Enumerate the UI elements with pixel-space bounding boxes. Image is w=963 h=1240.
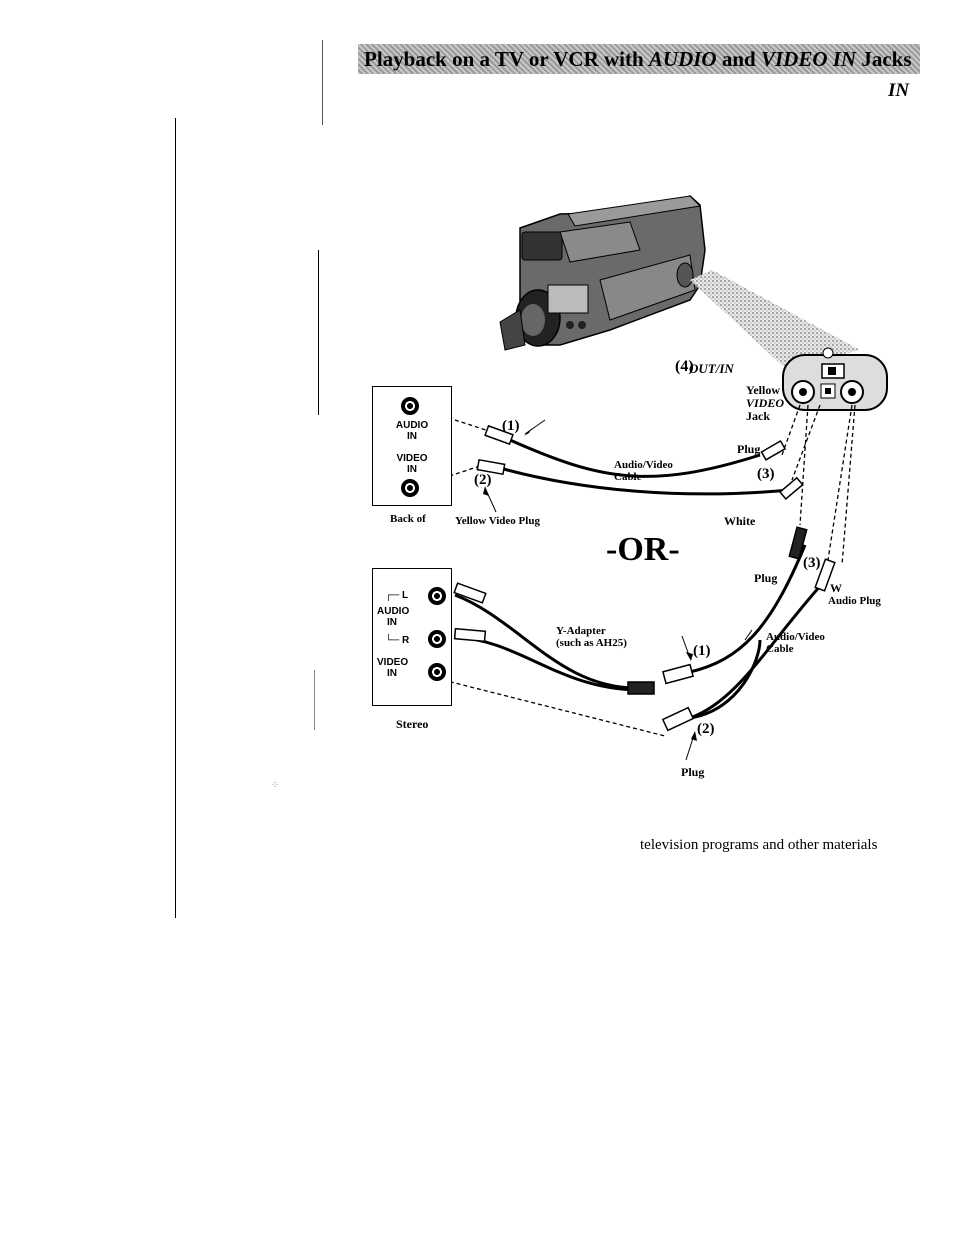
bottom-cable-label: Audio/Video Cable — [766, 631, 825, 655]
bottom-plug-label-right: Plug — [754, 571, 778, 585]
yellow-video-plug-label: Yellow Video Plug — [455, 515, 540, 527]
arrow-heads — [483, 428, 697, 741]
bottom-step-1-number: 1 — [698, 643, 706, 659]
y-adapter-model: (such as AH25) — [556, 637, 627, 649]
bottom-plugs — [453, 526, 836, 732]
top-step-2-circle: (2) — [474, 472, 492, 488]
panel-bottom-video-in-label: VIDEO IN — [377, 657, 408, 679]
corner-tag: IN — [888, 80, 910, 101]
video-bottom-jack-icon — [428, 663, 446, 681]
audio-r-jack-icon — [428, 630, 446, 648]
top-step-1-number: 1 — [507, 418, 515, 434]
title-text-1: Playback on a TV or VCR with — [364, 47, 649, 71]
panel-bottom-audio-in-label: AUDIO IN — [377, 606, 409, 628]
scan-mark-bottom — [314, 670, 315, 730]
bottom-step-2-number: 2 — [702, 721, 710, 737]
y-adapter-label: Y-Adapter (such as AH25) — [556, 625, 627, 649]
top-cable-label: Audio/Video Cable — [614, 459, 673, 483]
bottom-cable-word-2: Cable — [766, 643, 794, 655]
audio-in-jack-icon — [401, 397, 419, 415]
video-in-jack-icon — [401, 479, 419, 497]
panel-video-in-label: VIDEO IN — [373, 453, 451, 475]
title-text-2: and — [716, 47, 761, 71]
title-text-video-in: VIDEO IN — [760, 47, 857, 71]
callout-beam — [690, 270, 860, 368]
bottom-step-1-circle: (1) — [693, 643, 711, 659]
panel-video-word: VIDEO — [396, 453, 428, 464]
inner-margin-rule — [318, 250, 319, 415]
w-label: W — [830, 581, 842, 595]
top-plugs — [476, 424, 804, 500]
white-label: White — [724, 514, 756, 528]
y-adapter-word: Y-Adapter — [556, 625, 606, 637]
title-text-audio: AUDIO — [648, 47, 717, 71]
or-divider: -OR- — [606, 531, 680, 568]
left-margin-rule — [175, 118, 176, 918]
stereo-back-panel: ┌─ L AUDIO IN └─ R VIDEO IN — [372, 568, 452, 706]
bottom-panel-audio-in-word: IN — [387, 617, 397, 628]
page-title: Playback on a TV or VCR with AUDIO and V… — [358, 44, 920, 74]
bottom-step-3-number: 3 — [808, 555, 816, 571]
back-of-label: Back of — [390, 513, 426, 525]
stereo-label: Stereo — [396, 717, 429, 731]
panel-video-in-word: IN — [407, 464, 417, 475]
top-dashed-leaders — [414, 404, 856, 566]
panel-audio-in-label: AUDIO IN — [373, 420, 451, 442]
bottom-cables — [454, 544, 832, 720]
title-text-3: Jacks — [856, 47, 912, 71]
bottom-step-2-circle: (2) — [697, 721, 715, 737]
leader-arrows — [485, 419, 753, 761]
camcorder-icon — [499, 195, 706, 351]
step-4-number: 4 — [680, 358, 689, 375]
bottom-plug-label: Plug — [681, 765, 705, 779]
panel-audio-word: AUDIO — [395, 420, 429, 431]
bottom-text: television programs and other materials — [640, 837, 878, 853]
camcorder-jack-panel-icon — [782, 347, 888, 411]
yellow-video-jack-label: Yellow VIDEO Jack — [746, 384, 784, 423]
panel-r-letter: R — [401, 635, 410, 646]
top-cable-word-2: Cable — [614, 471, 642, 483]
bottom-panel-video-word: VIDEO — [377, 657, 409, 668]
jack-word: Jack — [746, 409, 770, 423]
audio-l-jack-icon — [428, 587, 446, 605]
audio-plug-label: Audio Plug — [828, 595, 881, 607]
bottom-step-3-circle: (3) — [803, 555, 821, 571]
tv-back-panel: AUDIO IN VIDEO IN — [372, 386, 452, 506]
top-cable-word-1: Audio/Video — [614, 459, 673, 471]
scan-mark-top — [322, 40, 323, 125]
panel-audio-in-word: IN — [407, 431, 417, 442]
top-step-1-circle: (1) — [502, 418, 520, 434]
top-step-2-number: 2 — [479, 472, 487, 488]
video-word: VIDEO — [746, 396, 785, 410]
bottom-cable-word-1: Audio/Video — [766, 631, 825, 643]
bottom-panel-video-in-word: IN — [387, 668, 397, 679]
top-step-3-circle: (3) — [757, 466, 775, 482]
scan-speck: ⁘ — [271, 780, 280, 791]
yellow-word: Yellow — [746, 383, 780, 397]
panel-l-label: ┌─ L — [385, 590, 409, 601]
panel-l-letter: L — [401, 590, 409, 601]
top-cables — [499, 438, 791, 496]
out-in-label: OUT/IN — [689, 361, 734, 376]
panel-r-label: └─ R — [385, 635, 410, 646]
top-step-3-number: 3 — [762, 466, 770, 482]
bottom-dashed-video — [442, 679, 666, 737]
bottom-panel-audio-word: AUDIO — [377, 606, 410, 617]
step-4-circle: (4) — [675, 358, 694, 375]
top-plug-label: Plug — [737, 442, 761, 456]
